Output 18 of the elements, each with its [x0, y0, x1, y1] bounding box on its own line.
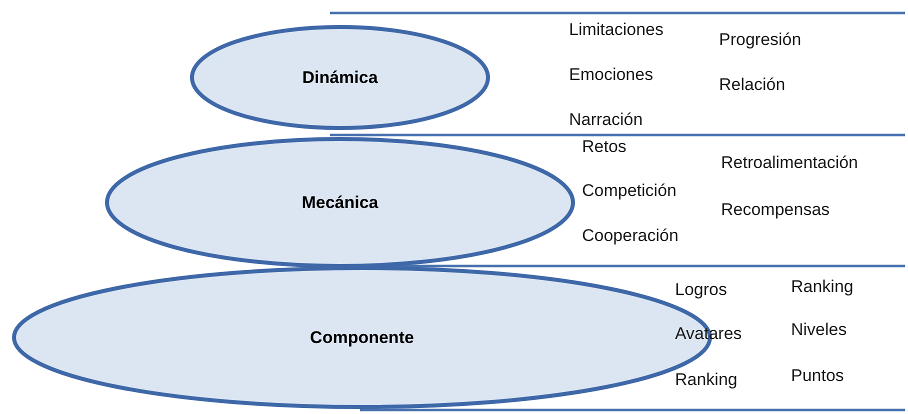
node-label: Componente	[310, 328, 414, 348]
list-item-text: Relación	[719, 75, 786, 95]
list-item-text: Cooperación	[582, 226, 678, 246]
list-item-text: Competición	[582, 181, 676, 201]
list-item-text: Puntos	[791, 366, 844, 386]
list-item-text: Recompensas	[721, 200, 830, 220]
list-item-text: Ranking	[675, 370, 738, 390]
list-item-text: Progresión	[719, 30, 802, 50]
list-item-text: Limitaciones	[569, 20, 664, 40]
list-item-text: Niveles	[791, 320, 847, 340]
node-label: Dinámica	[302, 68, 378, 88]
list-item-text: Retroalimentación	[721, 153, 858, 173]
list-item-text: Ranking	[791, 277, 854, 297]
list-item-text: Narración	[569, 110, 643, 130]
list-item-text: Logros	[675, 280, 727, 300]
list-item-text: Retos	[582, 137, 626, 157]
list-item-text: Emociones	[569, 65, 654, 85]
node-label: Mecánica	[302, 192, 378, 212]
